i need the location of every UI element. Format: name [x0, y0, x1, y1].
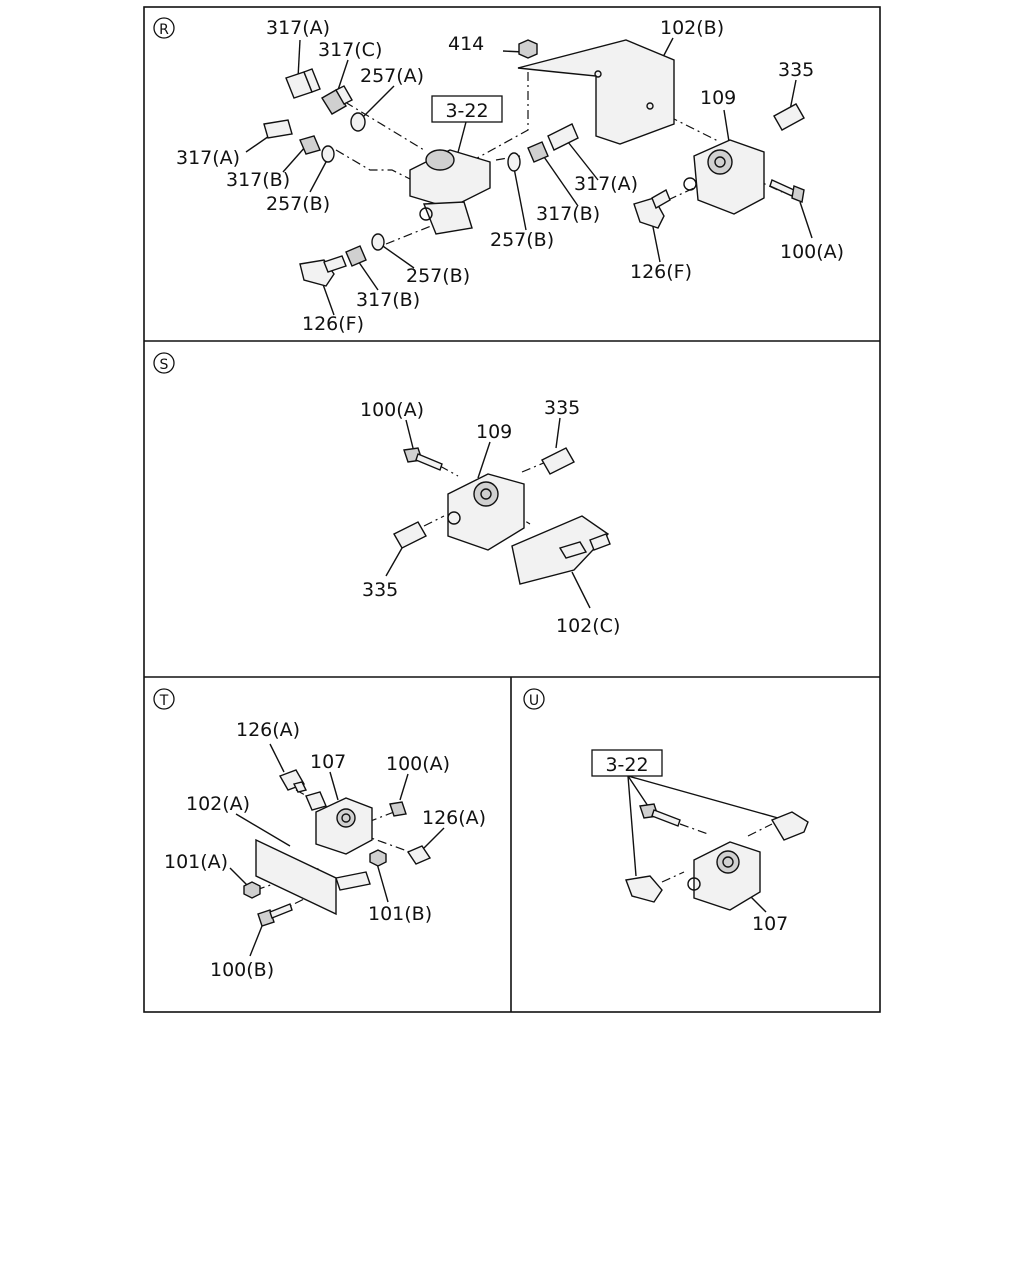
nut-101a — [243, 881, 261, 899]
elbow-126f-right — [633, 188, 671, 229]
section-r-badge: R — [153, 17, 175, 39]
relay-valve-r — [409, 149, 491, 235]
label-317c: 317(C) — [318, 39, 382, 61]
label-101a: 101(A) — [164, 851, 228, 873]
label-100b: 100(B) — [210, 959, 274, 981]
label-257b-mid: 257(B) — [490, 229, 554, 251]
label-257b-left: 257(B) — [266, 193, 330, 215]
bolt-100a-s — [403, 447, 443, 471]
section-s-badge: S — [153, 352, 175, 374]
label-317b-left: 317(B) — [226, 169, 290, 191]
valve-109-r — [683, 139, 765, 215]
section-t-leaders — [229, 743, 445, 957]
fitting-317a-right — [547, 123, 579, 151]
label-107-u: 107 — [752, 913, 788, 935]
fitting-317b-bottom — [345, 245, 367, 267]
elbow-126f-bottom — [299, 255, 347, 287]
svg-text:U: U — [529, 693, 539, 709]
label-126a-right: 126(A) — [422, 807, 486, 829]
fitting-317c — [321, 85, 353, 115]
label-335-s-top: 335 — [544, 397, 580, 419]
label-126a-top: 126(A) — [236, 719, 300, 741]
fitting-335-s-bottom — [393, 521, 427, 549]
label-257b-bottom: 257(B) — [406, 265, 470, 287]
valve-107-u — [687, 841, 761, 911]
bolt-100a-t — [389, 801, 407, 817]
panel-frames — [143, 6, 881, 1013]
section-u-badge: U — [523, 688, 545, 710]
fitting-317b-left — [299, 135, 321, 155]
section-s-leaders — [385, 417, 591, 609]
label-317b-right: 317(B) — [536, 203, 600, 225]
bolt-100b — [257, 903, 293, 927]
label-100a-r: 100(A) — [780, 241, 844, 263]
o-ring-257b-bottom — [371, 233, 385, 251]
label-109-r: 109 — [700, 87, 736, 109]
reference-box-3-22-r[interactable]: 3-22 — [431, 95, 503, 123]
svg-text:S: S — [160, 357, 169, 373]
label-317a-left: 317(A) — [176, 147, 240, 169]
label-101b: 101(B) — [368, 903, 432, 925]
fitting-317a-left — [263, 119, 293, 139]
nut-101b — [369, 849, 387, 867]
label-126f-right: 126(F) — [630, 261, 692, 283]
valve-107-t — [305, 791, 373, 855]
fitting-335-s-top — [541, 447, 575, 475]
label-317a-right: 317(A) — [574, 173, 638, 195]
section-u-assembly-lines — [661, 823, 773, 883]
label-107-t: 107 — [310, 751, 346, 773]
label-102a: 102(A) — [186, 793, 250, 815]
section-r: R — [153, 17, 844, 335]
section-u: U 3-22 — [523, 688, 809, 935]
svg-text:T: T — [159, 693, 169, 709]
label-102c: 102(C) — [556, 615, 620, 637]
label-414: 414 — [448, 33, 484, 55]
bracket-102c — [511, 515, 611, 585]
reference-box-3-22-u[interactable]: 3-22 — [591, 749, 663, 777]
fitting-317a-top — [285, 68, 321, 99]
bolt-100a-r — [769, 179, 805, 203]
elbow-126a-right — [406, 845, 432, 865]
svg-text:R: R — [159, 22, 169, 38]
elbow-u-left — [625, 875, 663, 903]
fitting-317b-right — [527, 141, 549, 163]
label-102b: 102(B) — [660, 17, 724, 39]
svg-text:3-22: 3-22 — [445, 100, 488, 122]
label-335-r: 335 — [778, 59, 814, 81]
section-t-badge: T — [153, 688, 175, 710]
o-ring-257b-mid — [507, 152, 521, 172]
label-100a-s: 100(A) — [360, 399, 424, 421]
elbow-u-right — [770, 811, 809, 841]
o-ring-257a — [350, 112, 366, 132]
bracket-102a — [255, 838, 371, 916]
label-317a-top: 317(A) — [266, 17, 330, 39]
nut-414 — [518, 39, 538, 59]
label-257a: 257(A) — [360, 65, 424, 87]
bracket-102b — [517, 39, 675, 145]
label-126f-bottom: 126(F) — [302, 313, 364, 335]
label-100a-t: 100(A) — [386, 753, 450, 775]
bolt-u — [639, 803, 681, 827]
elbow-126a-top — [278, 769, 308, 793]
valve-109-s — [447, 473, 525, 551]
section-u-leaders — [627, 775, 779, 913]
o-ring-257b-left — [321, 145, 335, 163]
fitting-335-r — [773, 103, 805, 131]
label-109-s: 109 — [476, 421, 512, 443]
section-t: T — [153, 688, 486, 981]
label-317b-bottom: 317(B) — [356, 289, 420, 311]
svg-text:3-22: 3-22 — [605, 754, 648, 776]
section-s: S — [153, 352, 620, 637]
label-335-s-bottom: 335 — [362, 579, 398, 601]
